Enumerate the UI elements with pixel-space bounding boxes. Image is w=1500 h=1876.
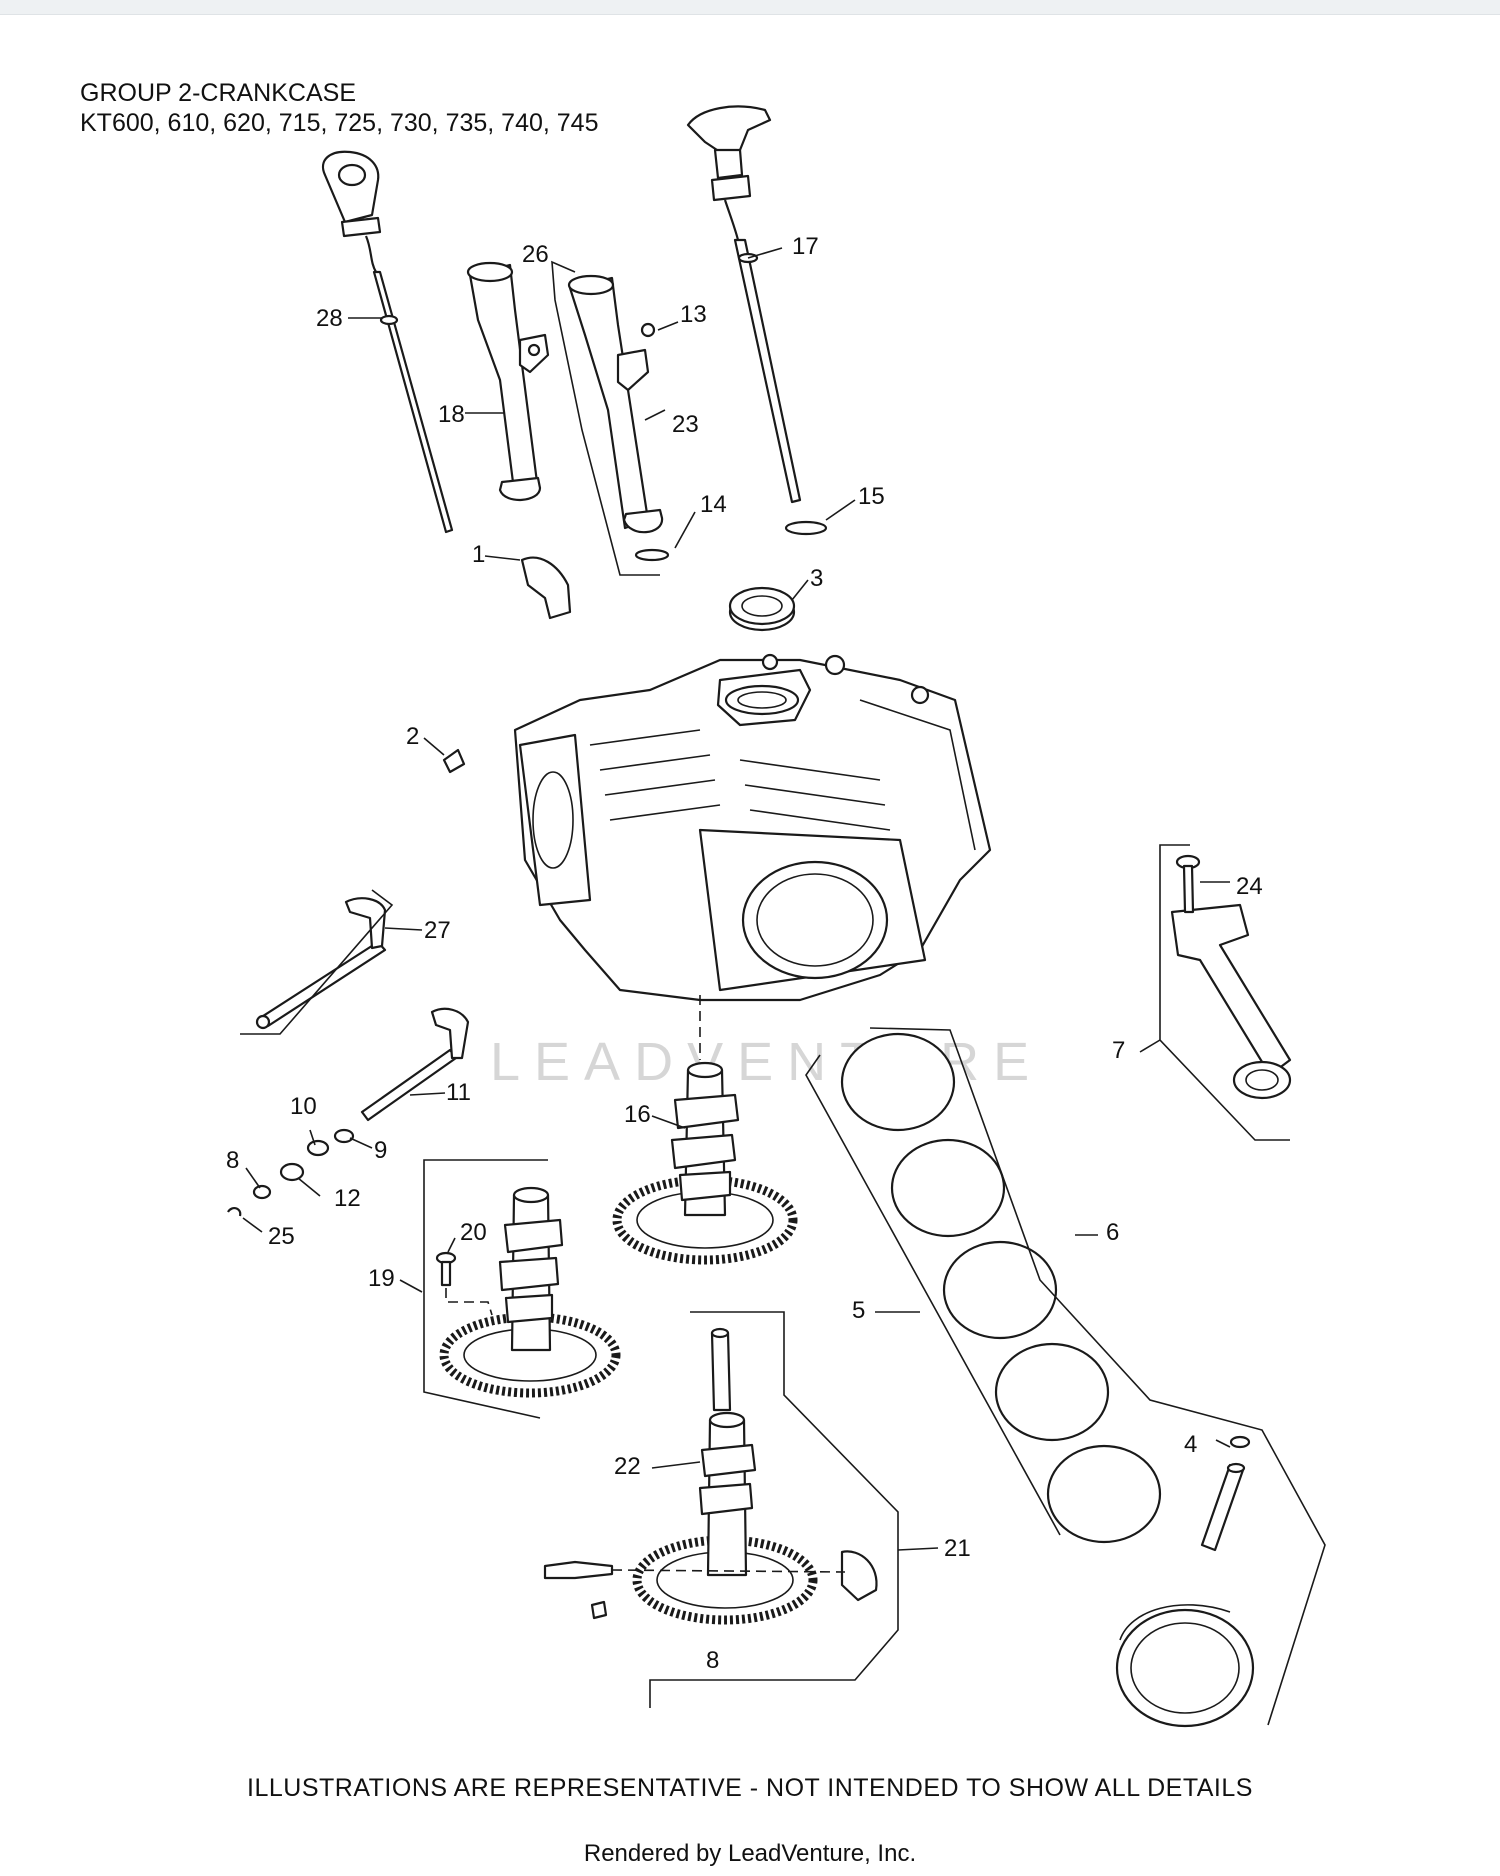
callout-10: 10 — [290, 1093, 317, 1120]
rod-bolt-24 — [1175, 854, 1201, 914]
kit-26-bracket — [551, 260, 660, 576]
camshaft-22 — [632, 1327, 818, 1625]
decomp-weight — [840, 1550, 878, 1602]
callout-20: 20 — [460, 1219, 487, 1246]
piston-rings-6 — [840, 1032, 1162, 1544]
callout-24: 24 — [1236, 873, 1263, 900]
plug-2 — [442, 748, 466, 774]
governor-shaft-27 — [255, 897, 387, 1030]
callout-25: 25 — [268, 1223, 295, 1250]
diagram-title-block: GROUP 2-CRANKCASE KT600, 610, 620, 715, … — [80, 78, 598, 138]
o-ring-15 — [784, 520, 828, 536]
kit-27-bracket — [240, 889, 394, 1035]
crankcase — [513, 653, 992, 1002]
kit-5-bracket — [869, 1027, 1326, 1726]
callout-6: 6 — [1106, 1219, 1119, 1246]
dipstick-left — [322, 150, 454, 534]
oil-fill-tube-18 — [466, 261, 550, 502]
callout-9: 9 — [374, 1137, 387, 1164]
kit-21-bracket — [649, 1311, 899, 1708]
callout-22: 22 — [614, 1453, 641, 1480]
pin-screw: 8 — [543, 1560, 719, 1674]
governor-cross-shaft-11 — [360, 1007, 470, 1122]
washer-10 — [306, 1139, 330, 1157]
camshaft-22-axis-line — [611, 1569, 846, 1573]
callout-8: 8 — [226, 1147, 239, 1174]
oil-seal-3 — [728, 586, 796, 632]
callout-16: 16 — [624, 1101, 651, 1128]
rendered-by-text: Rendered by LeadVenture, Inc. — [583, 1840, 917, 1867]
callout-1: 1 — [472, 541, 485, 568]
group-title: GROUP 2-CRANKCASE — [80, 79, 356, 107]
model-list: KT600, 610, 620, 715, 725, 730, 735, 740… — [80, 109, 599, 137]
callout-7: 7 — [1112, 1037, 1125, 1064]
callout-labels: 1 2 3 4 5 6 7 8 9 10 11 12 13 14 15 16 1… — [226, 233, 1263, 1562]
callout-4: 4 — [1184, 1431, 1197, 1458]
callout-3: 3 — [810, 565, 823, 592]
piston-pin-4 — [1200, 1435, 1251, 1552]
callout-13: 13 — [680, 301, 707, 328]
callout-23: 23 — [672, 411, 699, 438]
small-hardware — [227, 1128, 355, 1217]
oil-fill-tube-23 — [567, 274, 670, 562]
top-bar — [0, 0, 1500, 15]
callout-15: 15 — [858, 483, 885, 510]
washer-12 — [279, 1162, 305, 1182]
camshaft-19 — [439, 1186, 621, 1398]
callout-14: 14 — [700, 491, 727, 518]
watermark: LEADVENTURE — [490, 1032, 1043, 1092]
nut-8 — [252, 1184, 272, 1200]
dipstick-right — [686, 105, 802, 504]
callout-17: 17 — [792, 233, 819, 260]
kit-19-bracket — [423, 1159, 548, 1419]
callout-28: 28 — [316, 305, 343, 332]
ring-set-bracket — [805, 1054, 1061, 1536]
clip-25 — [227, 1206, 242, 1217]
callout-leaders — [242, 247, 1231, 1551]
connecting-rod-7 — [1170, 903, 1292, 1100]
bolt-20 — [435, 1251, 493, 1316]
camshaft-16 — [612, 1061, 798, 1265]
ring-9 — [333, 1128, 355, 1144]
callout-5: 5 — [852, 1297, 865, 1324]
callout-21: 21 — [944, 1535, 971, 1562]
bracket-1 — [520, 556, 572, 620]
piston — [1115, 1604, 1255, 1728]
callout-11: 11 — [446, 1079, 471, 1106]
callout-2: 2 — [406, 723, 419, 750]
callout-12: 12 — [334, 1185, 361, 1212]
callout-18: 18 — [438, 401, 465, 428]
callout-27: 27 — [424, 917, 451, 944]
callout-19: 19 — [368, 1265, 395, 1292]
callout-26: 26 — [522, 241, 549, 268]
disclaimer-text: ILLUSTRATIONS ARE REPRESENTATIVE - NOT I… — [247, 1774, 1253, 1802]
svg-text:8: 8 — [706, 1647, 719, 1674]
